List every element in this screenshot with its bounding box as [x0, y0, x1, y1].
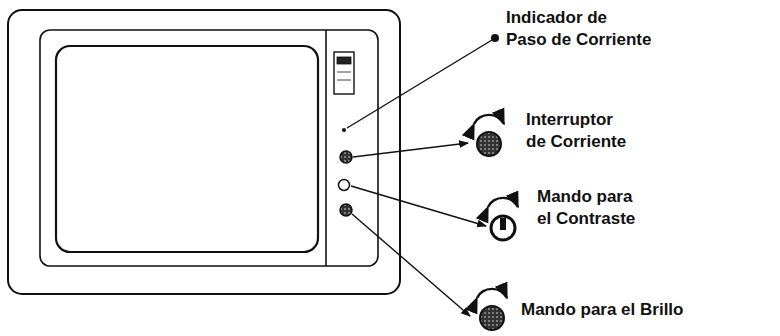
- callout-label: de Corriente: [526, 132, 626, 152]
- logo-mark: [337, 57, 351, 64]
- monitor-screen: [56, 46, 318, 252]
- leader-line: [347, 40, 492, 128]
- power-switch: [340, 151, 352, 163]
- power-indicator: [342, 128, 346, 132]
- leader-line: [353, 143, 468, 157]
- power-knob-icon: [474, 115, 504, 156]
- brightness-knob: [340, 204, 352, 216]
- leader-line: [352, 214, 470, 316]
- callout-label: Paso de Corriente: [506, 30, 652, 50]
- leader-dot: [491, 34, 499, 42]
- leader-line: [351, 186, 486, 226]
- control-strip-edge: [325, 30, 327, 266]
- monitor-housing: [8, 10, 400, 294]
- contrast-knob-icon: [488, 198, 518, 240]
- brightness-knob-icon: [477, 289, 507, 330]
- monitor-bezel: [40, 30, 378, 266]
- logo-plate: [334, 52, 354, 94]
- callout-label: el Contraste: [537, 209, 635, 229]
- contrast-knob: [339, 180, 350, 191]
- callout-label: Interruptor: [526, 110, 613, 130]
- callout-label: Mando para: [537, 187, 632, 207]
- callout-label: Mando para el Brillo: [521, 300, 683, 320]
- callout-label: Indicador de: [506, 8, 607, 28]
